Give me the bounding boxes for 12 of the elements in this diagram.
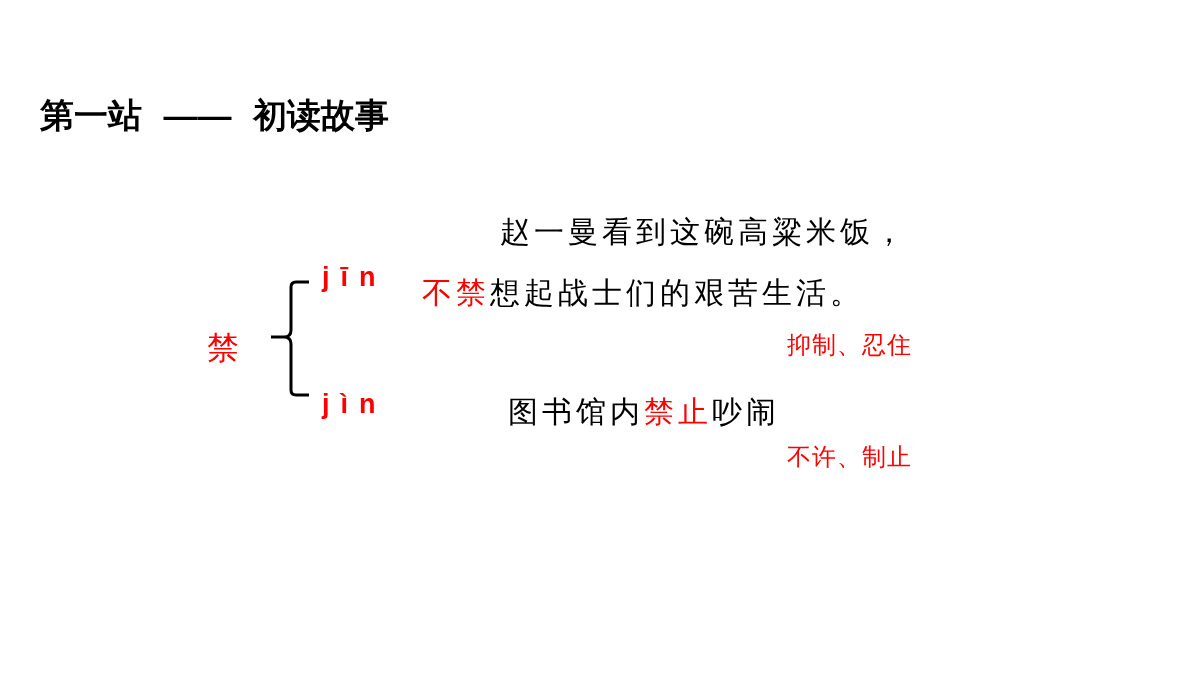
meaning-note: 抑制、忍住 — [787, 331, 912, 359]
title: 第一站 —— 初读故事 — [40, 98, 389, 132]
pinyin-label: jìn — [322, 389, 387, 419]
character-label: 禁 — [207, 329, 239, 367]
meaning-note: 不许、制止 — [787, 443, 912, 471]
highlighted-word: 不禁 — [422, 275, 490, 310]
sentence-text: 吵闹 — [712, 394, 780, 429]
sentence-text: 想起战士们的艰苦生活。 — [490, 275, 864, 310]
sentence-text: 赵一曼看到这碗高粱米饭， — [500, 214, 908, 249]
pinyin-label: jīn — [322, 262, 387, 292]
highlighted-word: 禁止 — [644, 394, 712, 429]
sentence-text: 图书馆内 — [508, 394, 644, 429]
